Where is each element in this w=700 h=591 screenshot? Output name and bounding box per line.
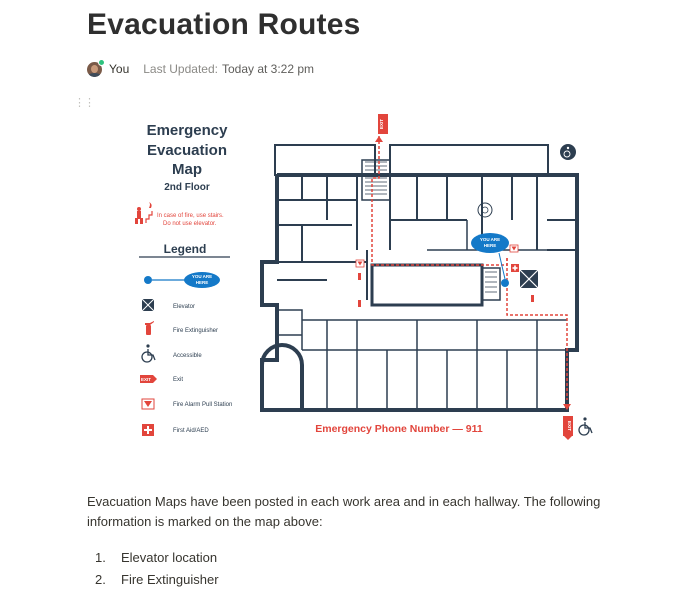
plan-first-aid-icon bbox=[511, 264, 519, 272]
plan-you-are-here-dot bbox=[501, 279, 509, 287]
use-stairs-icon bbox=[135, 202, 153, 224]
author-name[interactable]: You bbox=[109, 62, 130, 76]
exit-sign-top: EXIT bbox=[378, 114, 388, 134]
map-heading-line3: Map bbox=[172, 161, 202, 178]
svg-text:HERE: HERE bbox=[196, 280, 209, 285]
list-item: 2. Fire Extinguisher bbox=[95, 572, 219, 587]
page-title: Evacuation Routes bbox=[87, 8, 361, 41]
numbered-list: 1. Elevator location 2. Fire Extinguishe… bbox=[87, 547, 219, 591]
drag-handle-icon[interactable]: ⋮⋮ bbox=[74, 97, 95, 109]
accessible-icon bbox=[141, 344, 156, 363]
page-meta: You Last Updated: Today at 3:22 pm bbox=[87, 60, 314, 78]
svg-text:YOU ARE: YOU ARE bbox=[480, 237, 500, 242]
fire-note-line1: In case of fire, use stairs. bbox=[157, 213, 224, 219]
first-aid-icon bbox=[142, 424, 154, 436]
legend-label-elevator: Elevator bbox=[173, 304, 195, 310]
plan-accessible-icon bbox=[560, 144, 576, 160]
svg-text:EXIT: EXIT bbox=[567, 421, 572, 431]
legend-label-extinguisher: Fire Extinguisher bbox=[173, 328, 218, 334]
map-heading-line1: Emergency bbox=[147, 122, 229, 139]
list-item: 1. Elevator location bbox=[95, 550, 218, 565]
elevator-icon bbox=[141, 298, 155, 312]
legend-title: Legend bbox=[164, 242, 207, 256]
svg-text:EXIT: EXIT bbox=[379, 119, 384, 129]
avatar[interactable] bbox=[87, 61, 102, 77]
svg-text:EXIT: EXIT bbox=[141, 377, 151, 382]
map-heading-line2: Evacuation bbox=[147, 142, 227, 159]
plan-accessible-icon-bottom bbox=[578, 417, 593, 436]
plan-fire-alarm-icon bbox=[355, 244, 519, 268]
body-paragraph: Evacuation Maps have been posted in each… bbox=[87, 494, 601, 529]
svg-text:YOU ARE: YOU ARE bbox=[192, 274, 212, 279]
evacuation-route bbox=[371, 132, 568, 400]
evacuation-map-image: Emergency Evacuation Map 2nd Floor In ca… bbox=[135, 114, 593, 440]
fire-alarm-icon bbox=[141, 398, 155, 410]
you-are-here-dot-icon bbox=[144, 276, 152, 284]
exit-icon: EXIT bbox=[140, 375, 157, 383]
legend-label-accessible: Accessible bbox=[173, 353, 202, 359]
svg-text:HERE: HERE bbox=[484, 243, 497, 248]
online-status-dot bbox=[98, 59, 105, 66]
you-are-here-badge bbox=[184, 272, 220, 288]
map-floor-label: 2nd Floor bbox=[164, 182, 210, 193]
plan-elevator-icon bbox=[519, 269, 539, 289]
legend-label-exit: Exit bbox=[173, 377, 183, 383]
plan-you-are-here-badge bbox=[471, 233, 509, 253]
last-updated-label: Last Updated: bbox=[143, 62, 218, 76]
fire-note-line2: Do not use elevator. bbox=[163, 221, 217, 227]
emergency-phone: Emergency Phone Number — 911 bbox=[315, 423, 483, 435]
last-updated-value: Today at 3:22 pm bbox=[221, 62, 315, 76]
legend-label-alarm: Fire Alarm Pull Station bbox=[173, 402, 232, 408]
plan-extinguisher-icon bbox=[358, 273, 534, 307]
legend-label-first-aid: First Aid/AED bbox=[173, 428, 209, 434]
exit-sign-bottom: EXIT bbox=[563, 416, 573, 436]
fire-extinguisher-icon bbox=[145, 321, 154, 335]
